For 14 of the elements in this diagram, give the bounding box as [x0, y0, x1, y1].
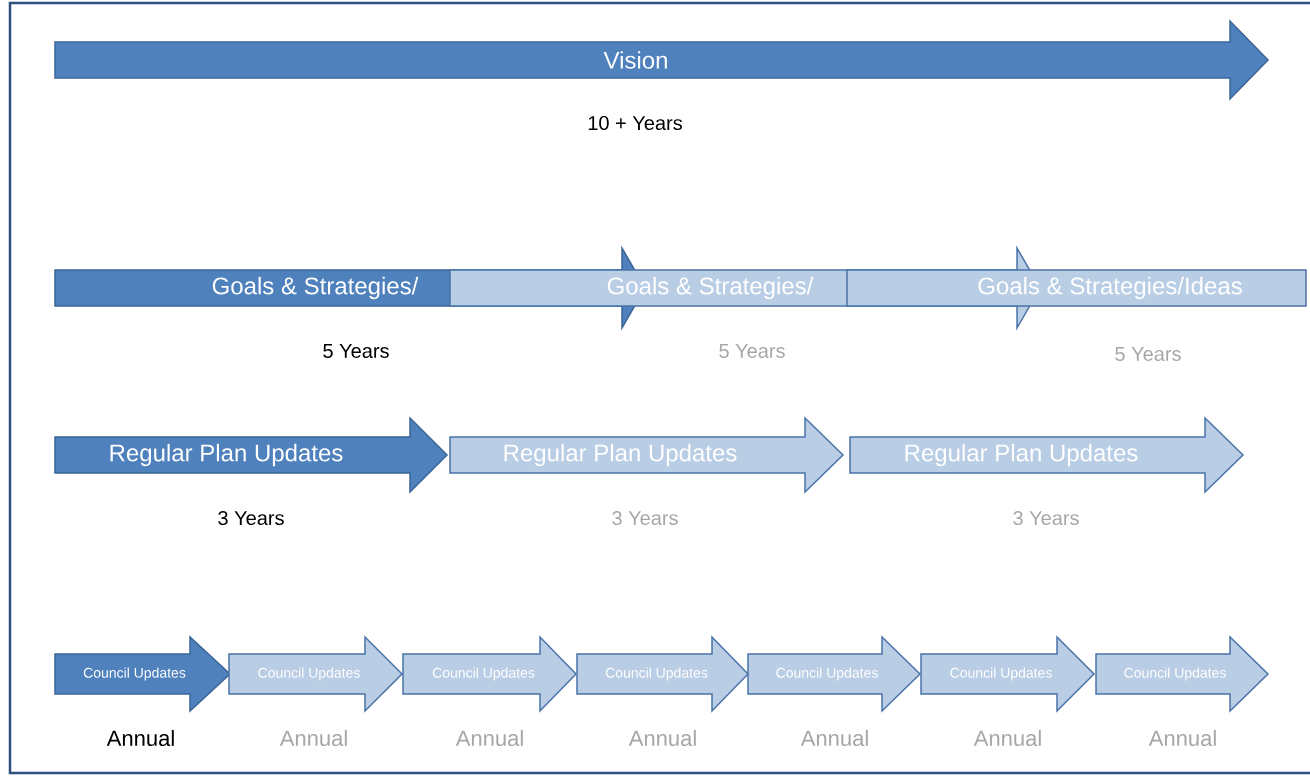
duration-label: 5 Years [719, 344, 785, 358]
duration-label: 10 + Years [588, 115, 682, 131]
duration-label: Annual [106, 729, 174, 747]
duration-label: Annual [1148, 729, 1216, 747]
duration-label: 5 Years [323, 344, 389, 358]
duration-label: Annual [628, 729, 696, 747]
duration-label: 3 Years [218, 510, 284, 526]
duration-label: 3 Years [612, 510, 678, 526]
duration-label: 3 Years [1013, 510, 1079, 526]
duration-label: Annual [279, 729, 347, 747]
duration-label: 5 Years [1115, 347, 1181, 361]
duration-label: Annual [973, 729, 1041, 747]
duration-label: Annual [800, 729, 868, 747]
duration-label: Annual [455, 729, 523, 747]
